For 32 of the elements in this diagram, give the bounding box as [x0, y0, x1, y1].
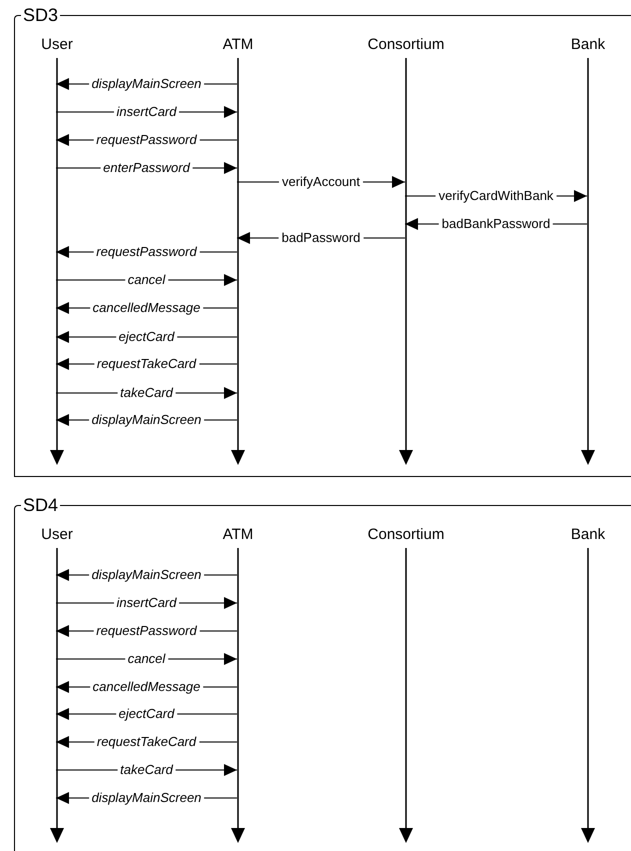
edge-label: verifyAccount	[278, 175, 364, 189]
lifeline-label: ATM	[222, 526, 254, 543]
edge-label: takeCard	[117, 386, 176, 400]
edge-label: cancel	[124, 273, 168, 287]
edge-label: insertCard	[114, 596, 180, 610]
edge-label: takeCard	[117, 763, 176, 777]
lifeline-label: Consortium	[366, 36, 446, 53]
edge-label: ejectCard	[116, 707, 178, 721]
edge-label: badBankPassword	[438, 217, 554, 231]
edge-label: badPassword	[278, 231, 364, 245]
edge-label: requestPassword	[93, 133, 200, 147]
lifeline-label: Consortium	[366, 526, 446, 543]
edge-label: ejectCard	[116, 330, 178, 344]
edge-label: cancelledMessage	[90, 680, 204, 694]
edge-label: requestPassword	[93, 245, 200, 259]
lifeline-label: User	[40, 526, 74, 543]
lifeline-label: Bank	[570, 526, 606, 543]
lifeline-label: ATM	[222, 36, 254, 53]
edge-label: verifyCardWithBank	[436, 189, 556, 203]
edge-label: enterPassword	[100, 161, 193, 175]
edge-label: requestTakeCard	[94, 357, 200, 371]
edge-label: displayMainScreen	[88, 77, 204, 91]
edge-label: displayMainScreen	[88, 568, 204, 582]
edge-label: insertCard	[114, 105, 180, 119]
edge-label: requestTakeCard	[94, 735, 200, 749]
lifeline-label: User	[40, 36, 74, 53]
edge-label: displayMainScreen	[88, 413, 204, 427]
edge-label: cancelledMessage	[90, 301, 204, 315]
edge-label: displayMainScreen	[88, 791, 204, 805]
edge-label: requestPassword	[93, 624, 200, 638]
lifeline-label: Bank	[570, 36, 606, 53]
edge-label: cancel	[124, 652, 168, 666]
